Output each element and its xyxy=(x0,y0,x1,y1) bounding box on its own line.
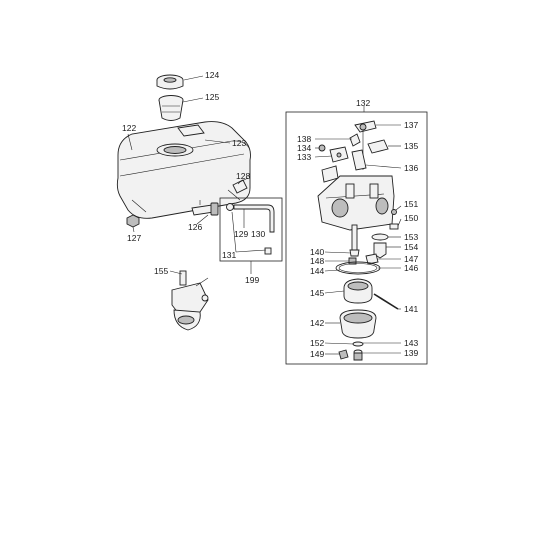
part-label: 140 xyxy=(310,247,324,257)
part-label: 125 xyxy=(205,92,219,102)
part-label: 148 xyxy=(310,256,324,266)
part-label: 154 xyxy=(404,242,418,252)
part-label: 149 xyxy=(310,349,324,359)
main-nozzle[interactable] xyxy=(349,224,360,257)
drain-washer[interactable] xyxy=(352,341,364,355)
tank-mount-bolt[interactable] xyxy=(232,177,249,194)
float-chamber-gasket[interactable] xyxy=(335,261,381,275)
part-label: 139 xyxy=(404,348,418,358)
tube-clip[interactable] xyxy=(226,203,272,255)
leader-lines xyxy=(127,75,402,355)
part-label: 129 xyxy=(234,229,248,239)
float-pin-long[interactable] xyxy=(373,293,399,310)
part-label: 137 xyxy=(404,120,418,130)
fuel-tank[interactable] xyxy=(116,121,251,219)
drain-screw[interactable] xyxy=(365,253,379,265)
part-label: 143 xyxy=(404,338,418,348)
part-label: 123 xyxy=(232,138,246,148)
fuel-cock[interactable] xyxy=(191,200,219,216)
carburetor-exploded xyxy=(317,120,399,361)
part-label: 124 xyxy=(205,70,219,80)
part-label: 145 xyxy=(310,288,324,298)
carburetor-assembly-small[interactable] xyxy=(171,270,209,331)
part-label: 144 xyxy=(310,266,324,276)
part-label: 151 xyxy=(404,199,418,209)
needle-valve-seat[interactable] xyxy=(371,233,389,241)
float-needle[interactable] xyxy=(373,242,387,259)
carburetor-detail-frame xyxy=(285,111,428,365)
part-label: 136 xyxy=(404,163,418,173)
float-pin[interactable] xyxy=(389,209,399,230)
choke-shaft[interactable] xyxy=(351,149,367,171)
part-label: 128 xyxy=(236,171,250,181)
choke-plate[interactable] xyxy=(367,139,389,154)
fuel-strainer[interactable] xyxy=(158,95,184,121)
part-label: 131 xyxy=(222,250,236,260)
part-label: 147 xyxy=(404,254,418,264)
part-label: 127 xyxy=(127,233,141,243)
part-label: 122 xyxy=(122,123,136,133)
tank-cap[interactable] xyxy=(156,74,184,90)
part-label: 134 xyxy=(297,143,311,153)
part-label: 155 xyxy=(154,266,168,276)
float[interactable] xyxy=(343,278,373,304)
fuel-tank-group xyxy=(116,74,251,228)
chamber-bolt[interactable] xyxy=(338,349,363,361)
part-label: 141 xyxy=(404,304,418,314)
part-label: 199 xyxy=(245,275,259,285)
part-number-labels: 124 125 122 123 128 126 127 129 130 131 … xyxy=(122,70,418,359)
tank-bolt[interactable] xyxy=(126,214,140,228)
part-label: 152 xyxy=(310,338,324,348)
part-label: 132 xyxy=(356,98,370,108)
part-label: 130 xyxy=(251,229,265,239)
part-label: 150 xyxy=(404,213,418,223)
throttle-lever[interactable] xyxy=(329,146,349,163)
float-chamber[interactable] xyxy=(339,309,377,339)
part-label: 146 xyxy=(404,263,418,273)
part-label: 133 xyxy=(297,152,311,162)
throttle-stop-screw[interactable] xyxy=(349,133,361,147)
part-label: 135 xyxy=(404,141,418,151)
part-label: 153 xyxy=(404,232,418,242)
part-label: 138 xyxy=(297,134,311,144)
fuel-tube[interactable] xyxy=(233,204,275,233)
main-jet[interactable] xyxy=(348,257,357,265)
part-label: 126 xyxy=(188,222,202,232)
carburetor-body[interactable] xyxy=(317,165,395,231)
part-label: 142 xyxy=(310,318,324,328)
